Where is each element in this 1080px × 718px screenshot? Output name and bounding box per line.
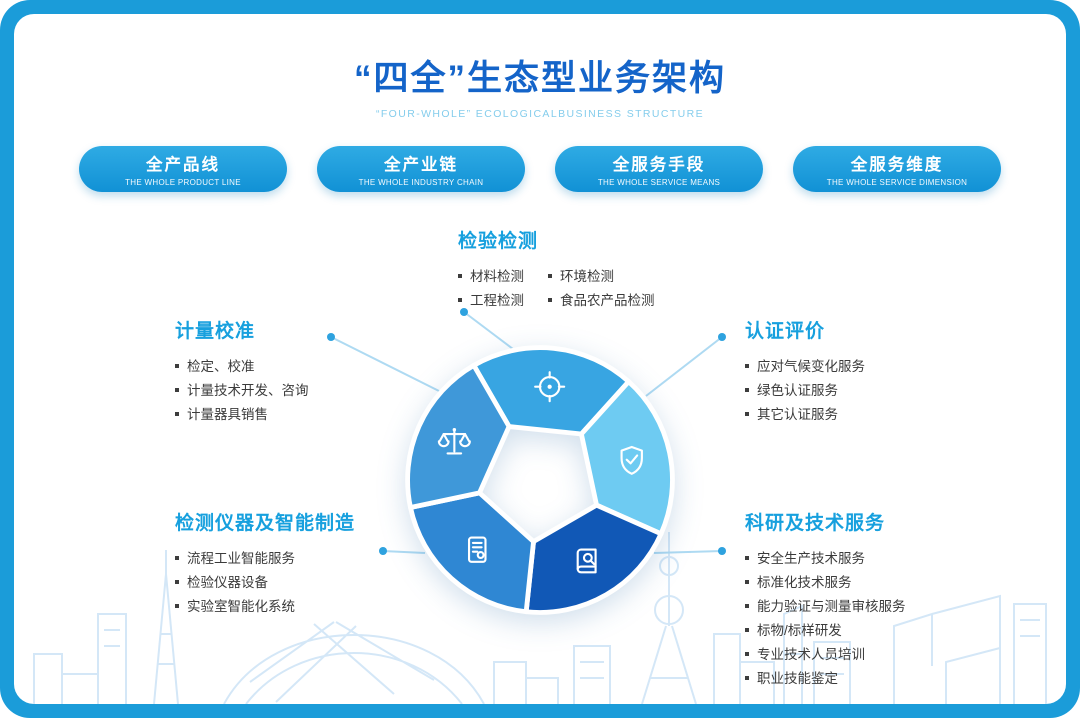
section-testing-col1: 材料检测 工程检测	[458, 265, 524, 313]
wheel-segment-testing	[471, 345, 632, 437]
pill-zh-label: 全产品线	[146, 156, 220, 174]
section-certification-list: 应对气候变化服务 绿色认证服务 其它认证服务	[745, 355, 865, 427]
pill-whole-service-means: 全服务手段 THE WHOLE SERVICE MEANS	[555, 146, 763, 192]
section-metrology: 计量校准 检定、校准 计量技术开发、咨询 计量器具销售	[175, 316, 309, 427]
section-instruments-list: 流程工业智能服务 检验仪器设备 实验室智能化系统	[175, 547, 355, 619]
pill-en-label: THE WHOLE SERVICE DIMENSION	[826, 178, 968, 187]
section-testing-col2: 环境检测 食品农产品检测	[548, 265, 655, 313]
scales-icon	[437, 427, 471, 455]
pill-whole-industry-chain: 全产业链 THE WHOLE INDUSTRY CHAIN	[317, 146, 525, 192]
wheel-segment-metrology	[405, 362, 512, 510]
list-item: 工程检测	[458, 289, 524, 313]
list-item: 能力验证与测量审核服务	[745, 595, 906, 619]
section-metrology-list: 检定、校准 计量技术开发、咨询 计量器具销售	[175, 355, 309, 427]
list-item: 计量技术开发、咨询	[175, 379, 309, 403]
book-search-icon	[576, 548, 597, 574]
page-subtitle: “FOUR-WHOLE” ECOLOGICALBUSINESS STRUCTUR…	[375, 108, 705, 120]
pentagon-wheel-diagram	[405, 345, 675, 615]
section-certification-title: 认证评价	[745, 321, 826, 342]
list-item: 应对气候变化服务	[745, 355, 865, 379]
list-item: 食品农产品检测	[548, 289, 655, 313]
list-item: 绿色认证服务	[745, 379, 865, 403]
section-research: 科研及技术服务 安全生产技术服务 标准化技术服务 能力验证与测量审核服务 标物/…	[745, 508, 906, 691]
poster-card: “四全”生态型业务架构 “FOUR-WHOLE” ECOLOGICALBUSIN…	[14, 14, 1066, 704]
pill-whole-product-line: 全产品线 THE WHOLE PRODUCT LINE	[79, 146, 287, 192]
document-icon	[467, 536, 487, 563]
list-item: 标物/标样研发	[745, 619, 906, 643]
pill-en-label: THE WHOLE SERVICE MEANS	[597, 178, 721, 187]
wheel-segment-research	[523, 502, 664, 615]
pill-whole-service-dimension: 全服务维度 THE WHOLE SERVICE DIMENSION	[793, 146, 1001, 192]
list-item: 材料检测	[458, 265, 524, 289]
pill-zh-label: 全产业链	[384, 156, 458, 174]
section-certification: 认证评价 应对气候变化服务 绿色认证服务 其它认证服务	[745, 316, 865, 427]
section-testing-columns: 材料检测 工程检测 环境检测 食品农产品检测	[458, 253, 655, 313]
list-item: 标准化技术服务	[745, 571, 906, 595]
pill-row: 全产品线 THE WHOLE PRODUCT LINE 全产业链 THE WHO…	[14, 146, 1066, 192]
list-item: 专业技术人员培训	[745, 643, 906, 667]
pill-en-label: THE WHOLE INDUSTRY CHAIN	[358, 178, 484, 187]
list-item: 检验仪器设备	[175, 571, 355, 595]
section-instruments: 检测仪器及智能制造 流程工业智能服务 检验仪器设备 实验室智能化系统	[175, 508, 355, 619]
list-item: 环境检测	[548, 265, 655, 289]
shield-check-icon	[620, 445, 643, 475]
list-item: 实验室智能化系统	[175, 595, 355, 619]
list-item: 安全生产技术服务	[745, 547, 906, 571]
target-icon	[534, 371, 566, 403]
section-research-list: 安全生产技术服务 标准化技术服务 能力验证与测量审核服务 标物/标样研发 专业技…	[745, 547, 906, 691]
list-item: 流程工业智能服务	[175, 547, 355, 571]
wheel-segment-certification	[578, 379, 675, 537]
list-item: 职业技能鉴定	[745, 667, 906, 691]
pill-zh-label: 全服务手段	[612, 156, 706, 174]
page-title: “四全”生态型业务架构	[353, 59, 726, 98]
list-item: 其它认证服务	[745, 403, 865, 427]
pill-zh-label: 全服务维度	[850, 156, 944, 174]
section-research-title: 科研及技术服务	[745, 513, 886, 534]
wheel-segment-instruments	[408, 490, 536, 615]
pill-en-label: THE WHOLE PRODUCT LINE	[125, 178, 241, 187]
list-item: 检定、校准	[175, 355, 309, 379]
list-item: 计量器具销售	[175, 403, 309, 427]
section-metrology-title: 计量校准	[175, 321, 256, 342]
section-testing-title: 检验检测	[458, 231, 539, 252]
section-instruments-title: 检测仪器及智能制造	[175, 513, 356, 534]
section-testing: 检验检测 材料检测 工程检测 环境检测 食品农产品检测	[458, 226, 655, 313]
